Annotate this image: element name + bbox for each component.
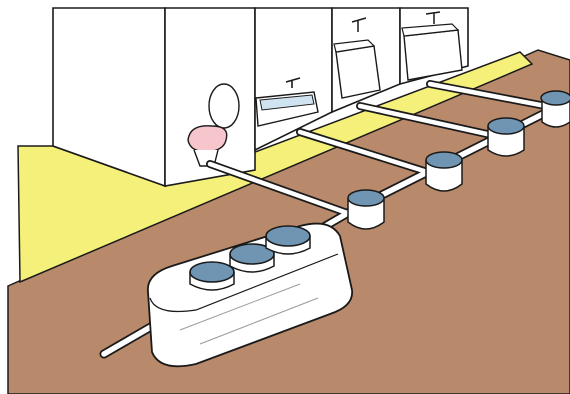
septic-tank-lid bbox=[190, 262, 234, 290]
septic-tank-lid bbox=[266, 226, 310, 254]
inspection-chamber bbox=[488, 118, 524, 156]
inspection-chamber bbox=[348, 190, 384, 229]
inspection-chamber bbox=[541, 91, 570, 127]
inspection-chamber bbox=[426, 152, 462, 191]
